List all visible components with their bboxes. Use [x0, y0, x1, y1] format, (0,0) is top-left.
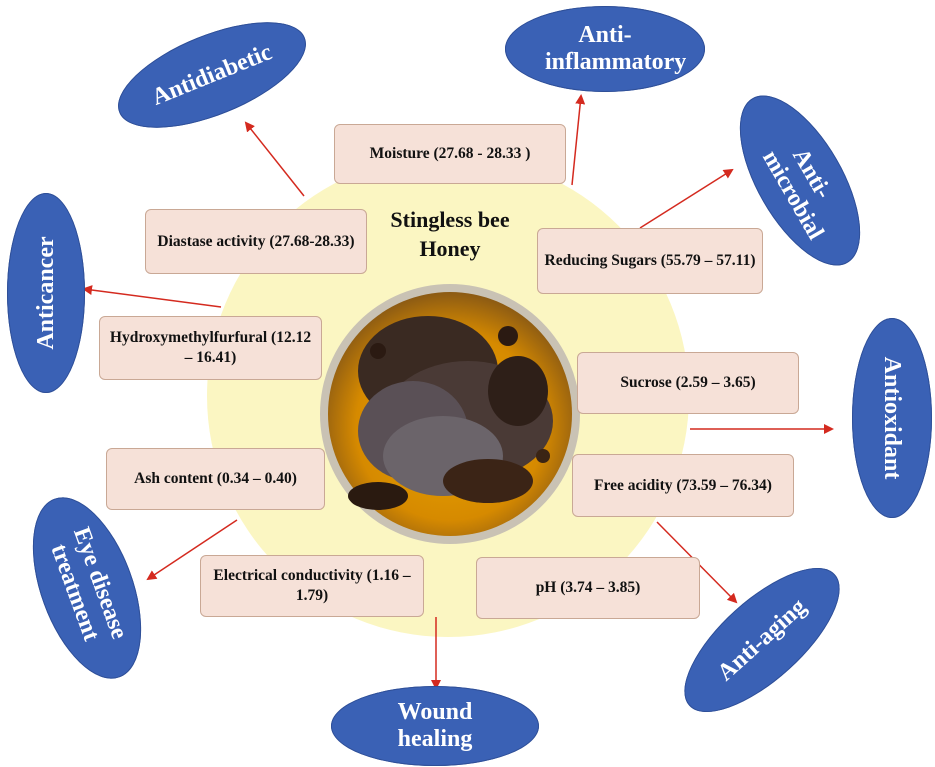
honey-photo: [318, 281, 582, 547]
property-ph: pH (3.74 – 3.85): [476, 557, 700, 619]
property-electrical-conductivity: Electrical conductivity (1.16 – 1.79): [200, 555, 424, 617]
benefit-antioxidant: Antioxidant: [852, 318, 932, 518]
arrow-eye: [146, 519, 238, 581]
property-hmf: Hydroxymethylfurfural (12.12 – 16.41): [99, 316, 322, 380]
benefit-wound-healing: Wound healing: [331, 686, 539, 766]
center-title: Stingless bee Honey: [390, 207, 510, 261]
benefit-anti-inflammatory: Anti-inflammatory: [505, 6, 705, 92]
property-ash: Ash content (0.34 – 0.40): [106, 448, 325, 510]
arrow-anticancer: [82, 285, 222, 308]
property-sucrose: Sucrose (2.59 – 3.65): [577, 352, 799, 414]
arrow-antidiabetic: [244, 121, 305, 197]
property-moisture: Moisture (27.68 - 28.33 ): [334, 124, 566, 184]
arrow-anti-microbial: [639, 168, 734, 229]
property-reducing-sugars: Reducing Sugars (55.79 – 57.11): [537, 228, 763, 294]
property-diastase: Diastase activity (27.68-28.33): [145, 209, 367, 274]
benefit-anticancer: Anticancer: [7, 193, 85, 393]
property-free-acidity: Free acidity (73.59 – 76.34): [572, 454, 794, 517]
arrow-anti-inflammatory: [571, 94, 586, 186]
